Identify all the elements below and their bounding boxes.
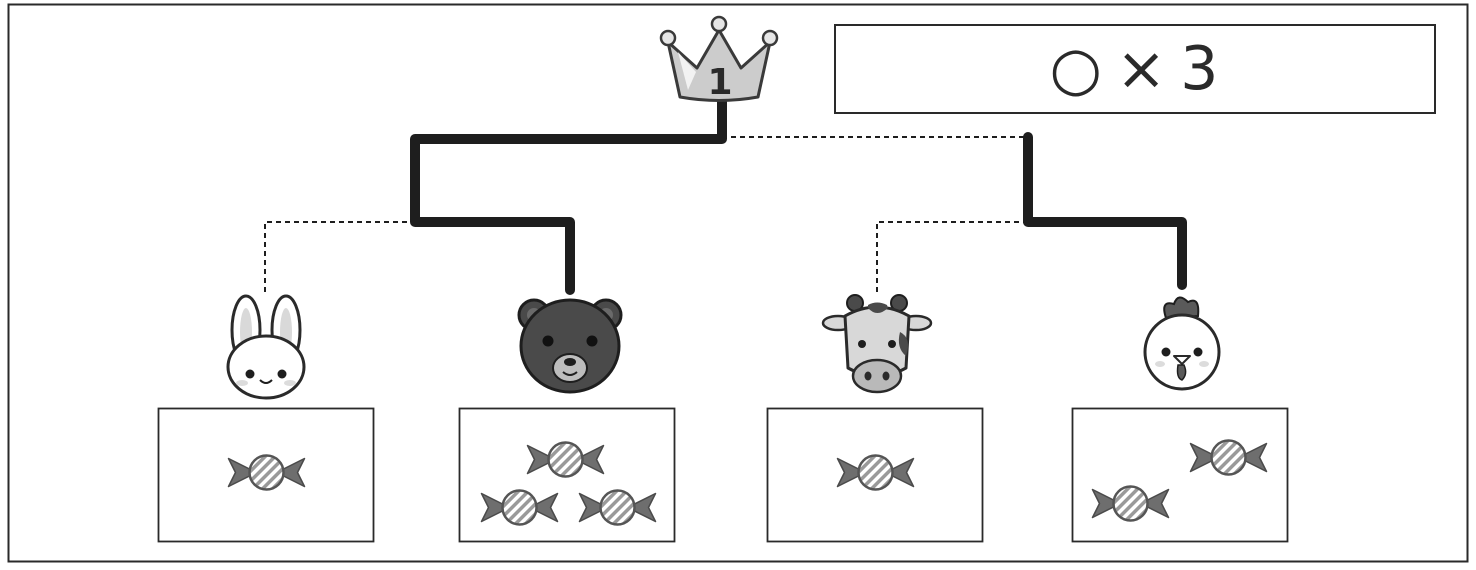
rabbit-icon: [226, 294, 306, 400]
crown-rank-label: 1: [707, 62, 732, 103]
crown-icon: 1: [659, 15, 779, 103]
answer-operator: ×: [1115, 34, 1169, 104]
bear-icon: [517, 298, 623, 394]
cow-icon: [821, 294, 933, 394]
candy-box-chicken: [1071, 407, 1289, 543]
losing-bracket-lines: [264, 136, 1028, 292]
winning-bracket-lines: [410, 95, 1187, 295]
answer-mark: ○: [1049, 34, 1104, 104]
answer-box: ○ × 3: [834, 24, 1436, 114]
answer-value: 3: [1180, 34, 1221, 104]
outer-frame: [7, 3, 1469, 563]
chicken-icon: [1143, 296, 1221, 391]
